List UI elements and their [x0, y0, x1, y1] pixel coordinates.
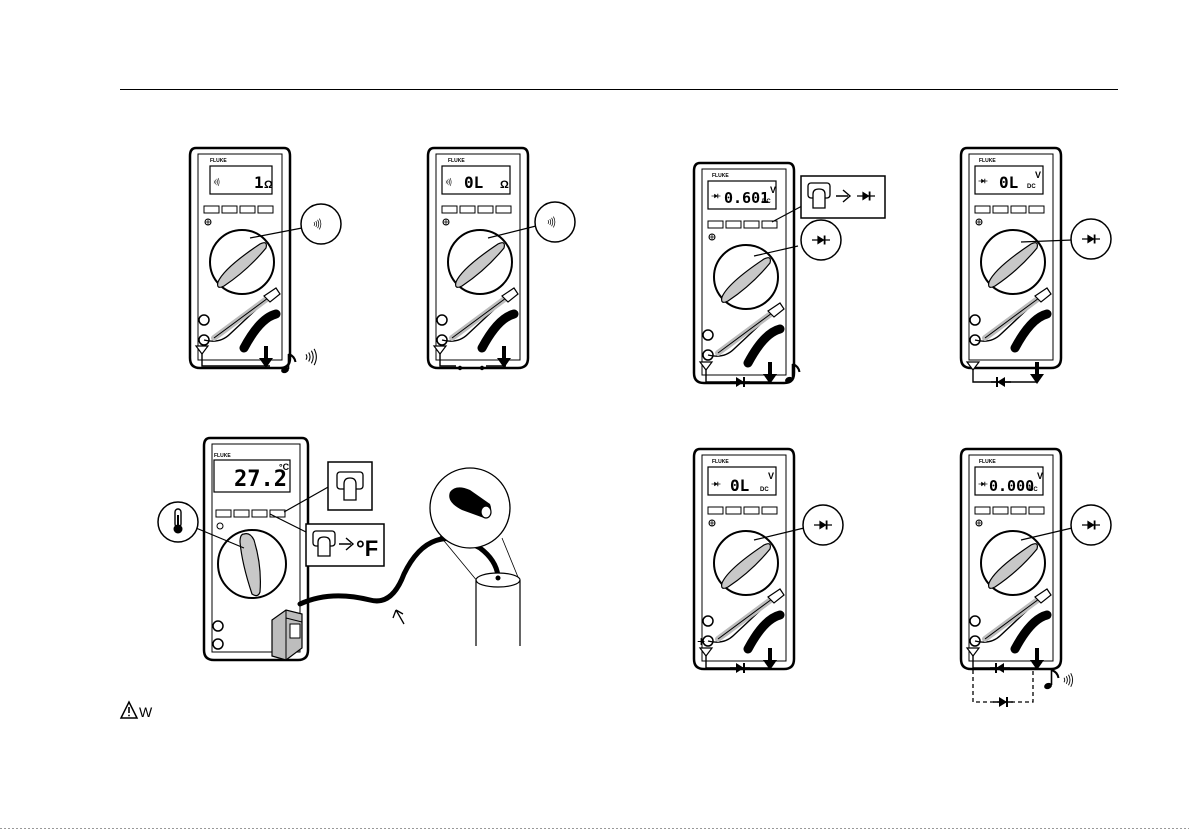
meter-continuity-open: FLUKE 0L Ω — [428, 148, 528, 368]
meter-brand: FLUKE — [712, 459, 729, 465]
thermometer-icon — [174, 509, 183, 534]
lcd-unit-sup: V — [1037, 471, 1043, 481]
lcd-reading: 0L — [999, 173, 1018, 192]
lcd-unit-sup: V — [768, 471, 774, 481]
meter-diode-shorted: FLUKE 0.000 DC V — [961, 449, 1061, 669]
lcd-unit: DC — [760, 487, 769, 493]
meter-diode-forward: FLUKE 0.601 DC V — [694, 163, 794, 383]
lcd-reading: 0L — [730, 476, 749, 495]
cable-pointer-arrow — [393, 610, 404, 624]
fahrenheit-label: °F — [356, 536, 378, 561]
lcd-reading: 0L — [464, 173, 483, 192]
lcd-unit-sup: V — [770, 185, 776, 195]
lcd-unit: Ω — [500, 179, 509, 191]
continuity-icon — [1064, 673, 1073, 687]
lcd-reading: 0.000 — [989, 477, 1034, 495]
music-note-icon — [1043, 670, 1058, 690]
meter-brand: FLUKE — [979, 459, 996, 465]
lcd-unit: Ω — [264, 179, 273, 191]
warning-triangle-icon — [121, 702, 137, 718]
meter-diode-reverse: FLUKE 0L DC V — [961, 148, 1061, 368]
meter-brand: FLUKE — [214, 453, 231, 459]
continuity-icon — [306, 349, 316, 365]
lcd-unit: DC — [762, 199, 771, 205]
lcd-unit: °C — [279, 462, 290, 472]
plus-sign: + — [697, 633, 705, 649]
pipe-cylinder — [476, 573, 520, 646]
meter-brand: FLUKE — [210, 158, 227, 164]
meter-diode-open: FLUKE 0L DC V — [694, 449, 794, 669]
warning-text: W — [139, 704, 152, 720]
meter-brand: FLUKE — [712, 173, 729, 179]
lcd-unit-sup: V — [1035, 170, 1041, 180]
lcd-unit: DC — [1027, 184, 1036, 190]
meter-temperature: FLUKE 27.2 °C — [204, 438, 308, 660]
meter-continuity-closed: FLUKE 1 Ω — [190, 148, 290, 368]
meter-brand: FLUKE — [448, 158, 465, 164]
meter-brand: FLUKE — [979, 158, 996, 164]
lcd-unit: DC — [1029, 487, 1038, 493]
lcd-reading: 1 — [254, 173, 264, 192]
